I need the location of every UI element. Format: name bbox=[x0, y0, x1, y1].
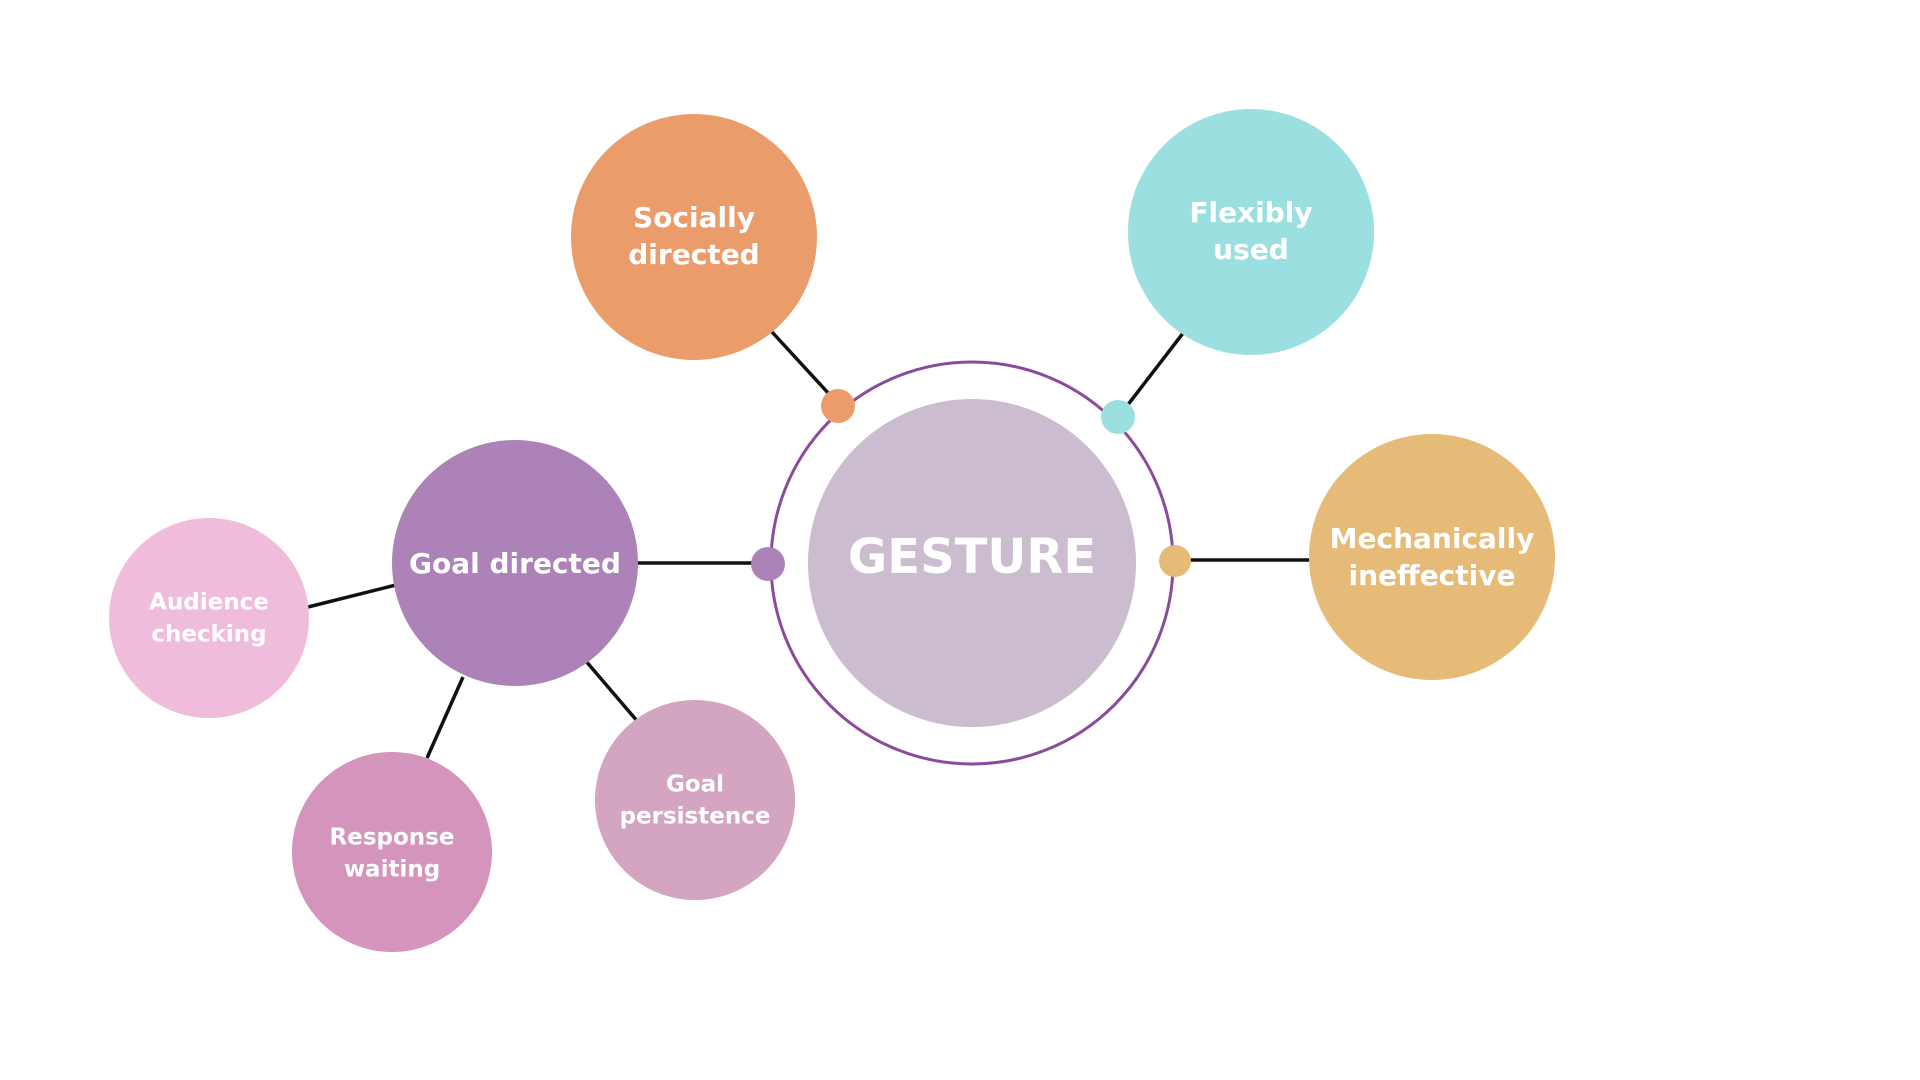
node-goal-persistence-line1: Goal bbox=[666, 772, 724, 798]
node-mechanically-ineffective-circle bbox=[1309, 434, 1555, 680]
node-socially-directed-line2: directed bbox=[628, 238, 759, 271]
node-audience-checking-line1: Audience bbox=[149, 590, 269, 616]
connector-goal-persistence bbox=[583, 658, 640, 724]
node-response-waiting-circle bbox=[292, 752, 492, 952]
node-flexibly-used-line2: used bbox=[1213, 233, 1289, 266]
node-socially-directed: Socially directed bbox=[571, 114, 817, 360]
node-mechanically-ineffective-line1: Mechanically bbox=[1330, 522, 1535, 555]
dot-socially-directed bbox=[821, 389, 855, 423]
center-label: GESTURE bbox=[848, 529, 1096, 585]
connector-audience-checking bbox=[307, 583, 397, 609]
node-goal-directed-circle bbox=[392, 440, 638, 686]
node-response-waiting-line2: waiting bbox=[344, 857, 440, 883]
node-socially-directed-circle bbox=[571, 114, 817, 360]
node-flexibly-used: Flexibly used bbox=[1128, 109, 1374, 355]
node-goal-directed-label: Goal directed bbox=[409, 547, 621, 580]
node-audience-checking-line2: checking bbox=[151, 622, 266, 648]
node-goal-persistence-circle bbox=[595, 700, 795, 900]
node-audience-checking: Audience checking bbox=[109, 518, 309, 718]
dot-flexibly-used bbox=[1101, 400, 1135, 434]
node-flexibly-used-line1: Flexibly bbox=[1189, 196, 1312, 229]
node-response-waiting-line1: Response bbox=[330, 825, 455, 851]
connector-flexibly-used bbox=[1118, 326, 1189, 417]
node-goal-persistence: Goal persistence bbox=[595, 700, 795, 900]
dot-mechanically-ineffective bbox=[1159, 545, 1191, 577]
node-goal-persistence-line2: persistence bbox=[620, 804, 771, 830]
connector-response-waiting bbox=[425, 676, 465, 759]
center-core bbox=[808, 399, 1136, 727]
dot-goal-directed bbox=[751, 547, 785, 581]
node-audience-checking-circle bbox=[109, 518, 309, 718]
node-mechanically-ineffective-line2: ineffective bbox=[1348, 559, 1515, 592]
node-flexibly-used-circle bbox=[1128, 109, 1374, 355]
node-goal-directed: Goal directed bbox=[392, 440, 638, 686]
node-socially-directed-line1: Socially bbox=[633, 201, 755, 234]
node-response-waiting: Response waiting bbox=[292, 752, 492, 952]
connector-socially-directed bbox=[770, 330, 832, 397]
node-mechanically-ineffective: Mechanically ineffective bbox=[1309, 434, 1555, 680]
